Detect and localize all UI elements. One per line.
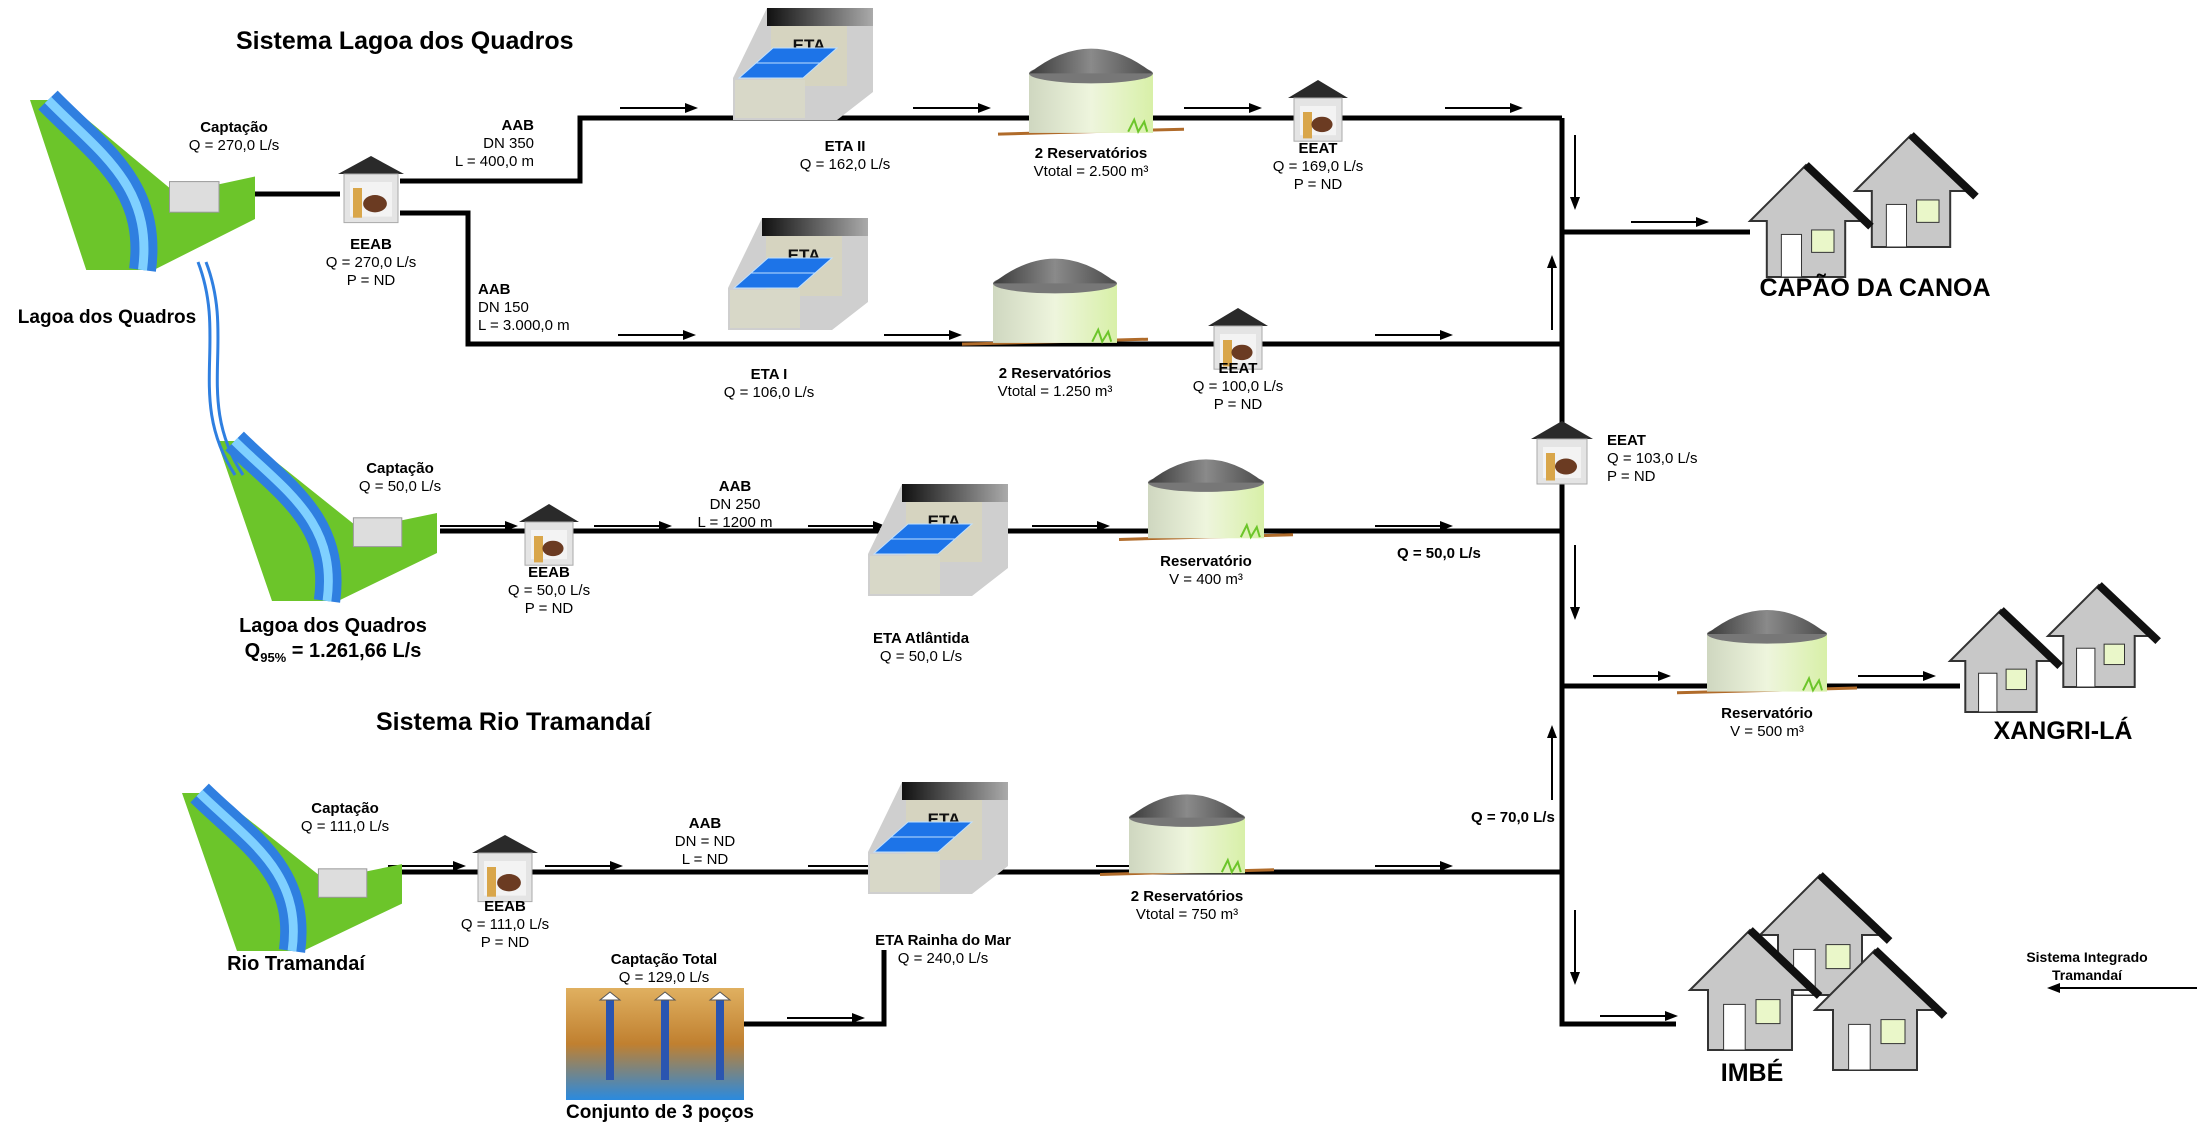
reservatorio-4-icon (1099, 794, 1275, 876)
flow-arrow (787, 1013, 865, 1023)
house-capao-front (1747, 162, 1874, 278)
flow-arrow (1375, 861, 1453, 871)
flow-arrow (620, 103, 698, 113)
flow-arrow (808, 521, 886, 531)
captacao-3-icon (182, 783, 402, 953)
eeab-3-icon (472, 835, 538, 903)
house-xangri-back (2045, 582, 2161, 688)
flow-q70-label: Q = 70,0 L/s (1471, 809, 1555, 826)
flow-arrow (884, 330, 962, 340)
flow-arrow (1631, 217, 1709, 227)
eeab-2-icon (519, 504, 579, 566)
flow-arrow (1032, 521, 1110, 531)
eeat-2-icon (1208, 308, 1268, 370)
captacao-2-icon (217, 431, 437, 603)
city-capao-da-canoa: CAPÃO DA CANOA (1759, 274, 1991, 302)
house-imbe-front (1687, 927, 1823, 1051)
q95-label: Q95% = 1.261,66 L/s (244, 640, 422, 665)
eta-ii-icon: ETA (733, 8, 873, 120)
flow-arrow-up (1547, 255, 1557, 330)
pipe-trunk (1559, 118, 1676, 1027)
pipe-aab2 (400, 210, 1562, 347)
flow-arrow-down (1570, 135, 1580, 210)
house-capao-back (1852, 132, 1979, 248)
flow-arrow-down (1570, 910, 1580, 985)
house-xangri-front (1947, 607, 2063, 713)
source-rio-tramandai: Rio Tramandaí (227, 953, 365, 975)
flow-arrow (1375, 521, 1453, 531)
flow-arrow (1600, 1011, 1678, 1021)
pipe-pocos (740, 950, 887, 1027)
reservatorio-1-icon (997, 48, 1185, 136)
reservatorio-3-icon (1118, 459, 1294, 541)
flow-arrow (618, 330, 696, 340)
eta-atlantida-icon: ETA (868, 484, 1008, 596)
eeat-1-icon (1288, 80, 1348, 142)
city-imbe: IMBÉ (1720, 1059, 1784, 1087)
section-title-tramandai: Sistema Rio Tramandaí (376, 708, 652, 736)
pocos-icon (566, 988, 744, 1100)
lagoa-connector (204, 261, 245, 476)
flow-arrow-down (1570, 545, 1580, 620)
reservatorio-2-icon (961, 258, 1149, 346)
eeat-3-icon (1531, 421, 1593, 485)
flow-arrow-up (1547, 725, 1557, 800)
lagoa-connector (196, 261, 237, 476)
flow-arrow (1858, 671, 1936, 681)
flow-arrow (545, 861, 623, 871)
flow-arrow-integrado (2047, 983, 2197, 993)
flow-arrow (1593, 671, 1671, 681)
flow-arrow (1445, 103, 1523, 113)
flow-arrow (913, 103, 991, 113)
icons-layer: ETA ETA ETA ETA (30, 8, 2161, 1100)
reservatorio-5-icon (1676, 610, 1858, 695)
eta-rainha-do-mar-icon: ETA (868, 782, 1008, 894)
source-lagoa-quadros: Lagoa dos Quadros (17, 307, 197, 328)
pipe-aab1-top (400, 115, 1562, 184)
flow-arrow (594, 521, 672, 531)
flow-arrow (440, 521, 518, 531)
eeab-1-icon (338, 156, 404, 224)
eta-i-icon: ETA (728, 218, 868, 330)
source-pocos: Conjunto de 3 poços (566, 1102, 754, 1123)
house-imbe-right (1812, 947, 1948, 1071)
flow-arrow (1184, 103, 1262, 113)
flow-arrow (1375, 330, 1453, 340)
city-xangri-la: XANGRI-LÁ (1993, 717, 2133, 745)
captacao-1-icon (30, 90, 255, 272)
flow-q50-label: Q = 50,0 L/s (1397, 545, 1481, 562)
source-lagoa-quadros-2: Lagoa dos Quadros (239, 615, 427, 637)
section-title-lagoa: Sistema Lagoa dos Quadros (236, 27, 574, 55)
